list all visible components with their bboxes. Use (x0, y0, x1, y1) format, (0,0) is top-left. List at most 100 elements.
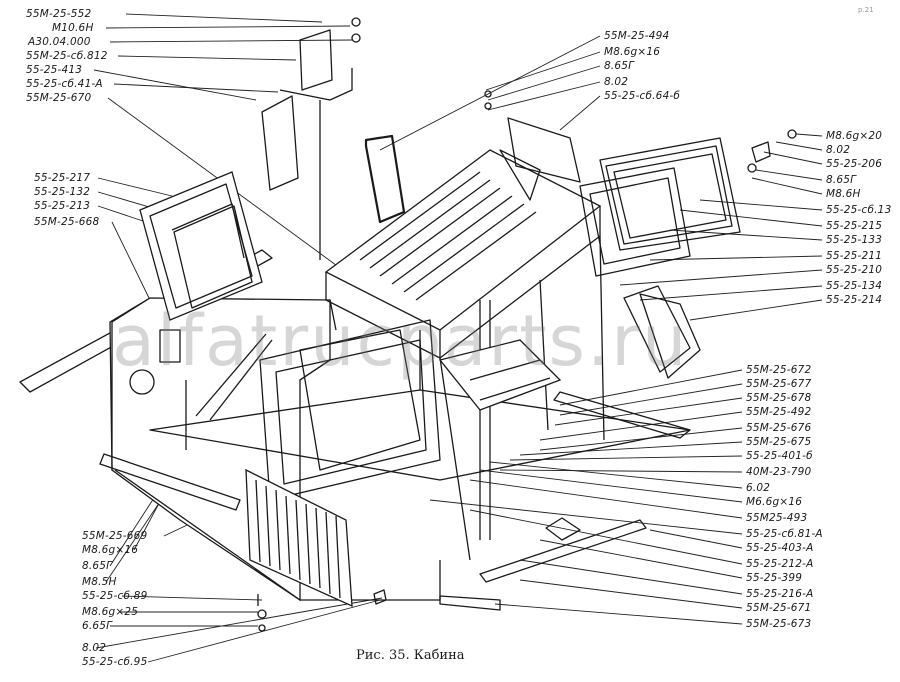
leader-line (485, 51, 601, 91)
part-label: 55-25-сб.89 (82, 590, 148, 602)
part-label: М6.6g×16 (746, 496, 803, 508)
leader-line (519, 579, 743, 609)
part-label: 8.02 (82, 642, 107, 654)
leader-line (499, 469, 743, 473)
cabin-post (439, 357, 471, 561)
leader-line (469, 509, 743, 565)
part-label: 55-25-215 (826, 220, 883, 232)
part-label: 55-25-сб.64-б (604, 90, 681, 102)
cabin-door (259, 319, 441, 501)
part-label: 8.02 (604, 76, 629, 88)
part-label: 55М-25-492 (746, 406, 812, 418)
part-label: М8.6Н (826, 188, 861, 200)
rear-window (364, 134, 406, 224)
leader-line (429, 499, 743, 535)
leader-line (554, 397, 743, 426)
leader-line (689, 299, 823, 321)
part-label: 55-25-сб.13 (826, 204, 892, 216)
part-label: 40М-23-790 (746, 466, 812, 478)
leader-line (489, 461, 743, 489)
floor-strip (553, 391, 691, 439)
leader-line (107, 97, 371, 291)
part-label: 55-25-413 (26, 64, 83, 76)
part-label: 55-25-133 (826, 234, 883, 246)
leader-line (97, 177, 173, 197)
leader-line (121, 595, 263, 601)
part-label: М8.6g×25 (82, 606, 139, 618)
corner-mark: p.21 (858, 6, 874, 14)
leader-line (113, 83, 279, 93)
floor-strip (545, 517, 581, 541)
part-label: А30.04.000 (28, 36, 91, 48)
leader-line (95, 597, 383, 649)
leader-line (519, 441, 743, 456)
leader-line (639, 285, 823, 301)
leader-line (559, 95, 601, 131)
part-label: 55М-25-671 (746, 602, 812, 614)
watermark: alfatrucparts.ru (112, 300, 689, 382)
leader-line (111, 221, 151, 301)
figure-caption: Рис. 35. Кабина (356, 648, 465, 663)
part-label: 55-25-134 (826, 280, 883, 292)
part-label: 55-25-211 (826, 250, 883, 262)
cabin-post (329, 299, 337, 331)
part-label: 6.02 (746, 482, 771, 494)
part-label: 8.65Г (826, 174, 857, 186)
floor-strip (479, 519, 647, 583)
part-label: М8.6g×16 (82, 544, 139, 556)
part-label: М8.6g×16 (604, 46, 661, 58)
part-label: 55М-25-672 (746, 364, 812, 376)
part-label: 55-25-206 (826, 158, 883, 170)
leader-line (795, 133, 823, 137)
part-label: 55-25-132 (34, 186, 91, 198)
part-label: М8.6g×20 (826, 130, 883, 142)
part-label: 55-25-399 (746, 572, 803, 584)
leader-line (755, 169, 823, 181)
part-label: 55М-25-677 (746, 378, 812, 390)
part-label: 55М-25-678 (746, 392, 812, 404)
leader-line (487, 65, 601, 101)
part-label: 55М-25-552 (26, 8, 92, 20)
side-strip (99, 453, 241, 511)
part-label: 55-25-сб.95 (82, 656, 148, 668)
leader-line (649, 255, 823, 261)
leader-line (469, 479, 743, 519)
part-label: 55-25-212-А (746, 558, 814, 570)
part-label: 55М-25-670 (26, 92, 92, 104)
part-label: 55М-25-494 (604, 30, 670, 42)
leader-line (559, 369, 743, 406)
cover-plate (507, 117, 581, 183)
part-label: 55М-25-673 (746, 618, 812, 630)
leader-line (763, 151, 823, 165)
leader-line (105, 25, 351, 29)
part-label: 8.02 (826, 144, 851, 156)
leader-line (93, 69, 257, 101)
right-window-stack (579, 137, 741, 379)
part-label: 8.65Г (604, 60, 635, 72)
leader-line (539, 539, 743, 579)
cabin-post (539, 279, 549, 431)
part-label: 55-25-217 (34, 172, 91, 184)
part-label: 55М25-493 (746, 512, 808, 524)
part-label: 55М-25-669 (82, 530, 148, 542)
leader-line (494, 603, 743, 625)
leader-line (479, 469, 743, 503)
mirror-arm (261, 17, 361, 260)
left-window (139, 171, 263, 321)
cabin-post (599, 235, 605, 441)
leader-line (539, 427, 743, 451)
leader-line (649, 529, 743, 549)
leader-line (125, 13, 323, 23)
part-label: 55М-25-676 (746, 422, 812, 434)
floor-strip (439, 595, 501, 611)
stay-rod (195, 333, 267, 417)
leader-line (519, 559, 743, 595)
leader-line (679, 209, 823, 227)
leader-line (117, 55, 297, 61)
part-label: М8.5Н (82, 576, 117, 588)
stay-rod (209, 339, 273, 421)
part-label: 55М-25-сб.812 (26, 50, 108, 62)
seat-block (438, 339, 562, 411)
part-label: 55М-25-668 (34, 216, 100, 228)
